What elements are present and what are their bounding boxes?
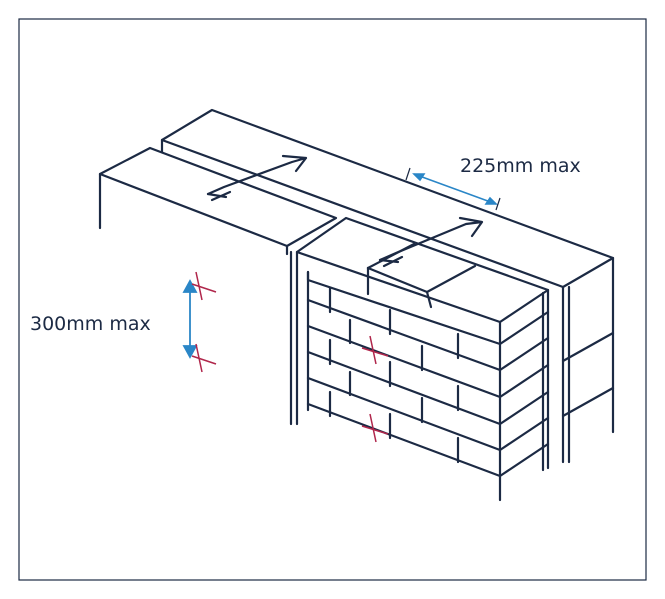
tie-marks [191,271,389,443]
diagram-border [18,18,647,581]
wall-tie-lower [378,216,484,268]
masonry-drawing [98,108,615,502]
vertical-dimension [182,279,198,359]
cavity-width-label: 225mm max [460,155,581,177]
cavity-dimension [405,167,501,211]
outer-leaf [289,216,550,502]
vertical-spacing-label: 300mm max [30,313,151,335]
wall-tie-upper [206,154,308,202]
